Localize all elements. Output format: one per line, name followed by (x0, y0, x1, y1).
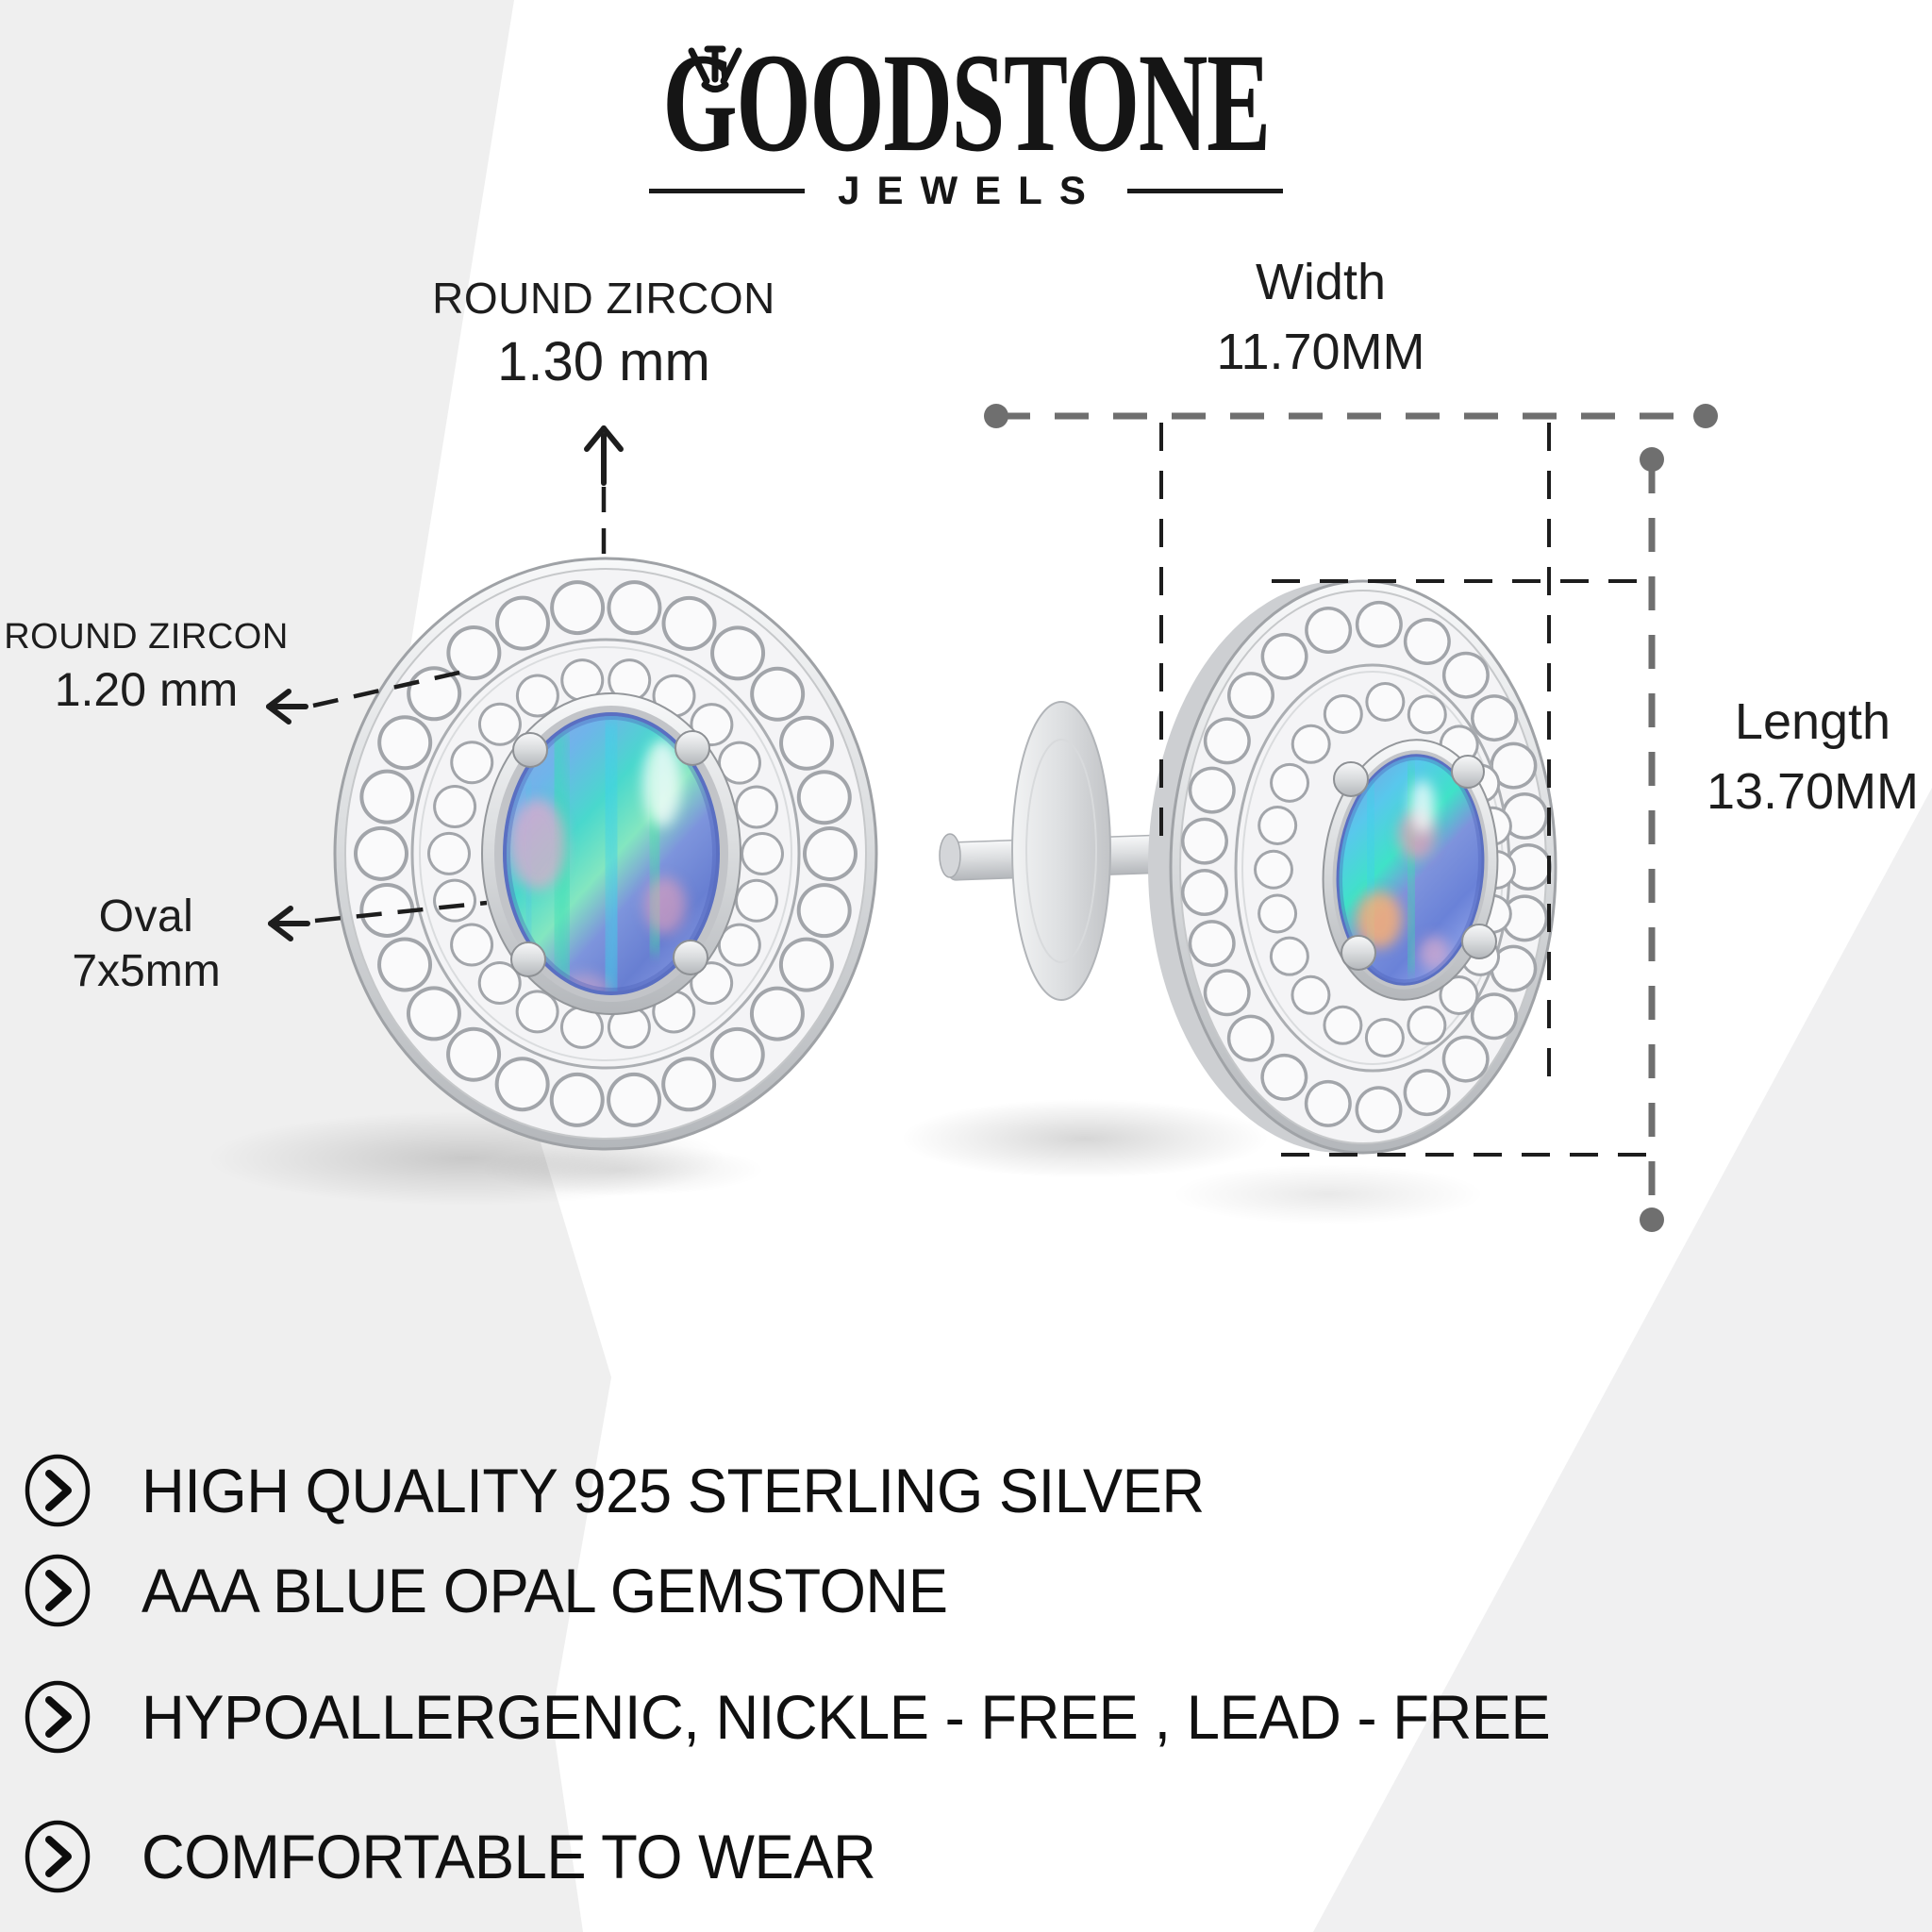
dimension-value: 11.70MM (1216, 324, 1425, 380)
callout-title: Oval (98, 891, 194, 941)
brand-logo: GOODSTONE (0, 32, 1932, 174)
tagline-text: JEWELS (838, 168, 1103, 212)
callout-value: 1.30 mm (497, 331, 710, 392)
dimension-label: Length (1734, 693, 1891, 750)
earring-front-view (333, 557, 878, 1151)
feature-text: COMFORTABLE TO WEAR (142, 1822, 876, 1891)
crown-icon (688, 45, 742, 92)
callout-title: ROUND ZIRCON (432, 274, 775, 323)
chevron-right-circle-icon (25, 1680, 91, 1754)
width-dimension-line (984, 404, 1718, 428)
arrow-left-icon (268, 906, 310, 941)
background-wedge-left (0, 0, 611, 1932)
arrow-up-icon (584, 425, 624, 486)
brand-tagline: JEWELS (0, 168, 1932, 213)
arrow-left-icon (266, 689, 308, 724)
dimension-value: 13.70MM (1706, 763, 1920, 820)
callout-leader-lines (312, 487, 607, 924)
callout-center-stone: Oval 7x5mm (28, 894, 264, 994)
projection-lines (1159, 423, 1653, 1157)
feature-item: HIGH QUALITY 925 STERLING SILVER (23, 1448, 1249, 1533)
tagline-rule-right (1126, 188, 1283, 193)
width-dimension-label: Width 11.70MM (1179, 257, 1462, 377)
background-wedge-right (1313, 788, 1932, 1932)
chevron-right-circle-icon (25, 1820, 91, 1893)
prongs-side (1333, 755, 1497, 971)
feature-text: AAA BLUE OPAL GEMSTONE (142, 1556, 948, 1625)
callout-title: ROUND ZIRCON (4, 617, 289, 657)
brand-name: GOODSTONE (662, 25, 1271, 181)
earring-side-view (939, 579, 1557, 1155)
shadows (208, 1099, 1484, 1224)
feature-item: AAA BLUE OPAL GEMSTONE (23, 1548, 981, 1633)
tagline-rule-left (649, 188, 806, 193)
callout-value: 1.20 mm (54, 663, 239, 716)
callout-inner-halo: ROUND ZIRCON 1.20 mm (0, 619, 292, 713)
callout-outer-halo: ROUND ZIRCON 1.30 mm (406, 276, 802, 390)
feature-text: HYPOALLERGENIC, NICKLE - FREE , LEAD - F… (142, 1682, 1551, 1752)
chevron-right-circle-icon (25, 1554, 91, 1627)
chevron-right-circle-icon (25, 1454, 91, 1527)
prongs-front (510, 730, 710, 977)
feature-text: HIGH QUALITY 925 STERLING SILVER (142, 1456, 1205, 1525)
dimension-label: Width (1255, 254, 1387, 310)
length-dimension-line (1640, 447, 1664, 1232)
callout-value: 7x5mm (72, 946, 221, 996)
length-dimension-label: Length 13.70MM (1693, 696, 1932, 817)
feature-item: COMFORTABLE TO WEAR (23, 1814, 907, 1899)
feature-item: HYPOALLERGENIC, NICKLE - FREE , LEAD - F… (23, 1674, 1609, 1759)
